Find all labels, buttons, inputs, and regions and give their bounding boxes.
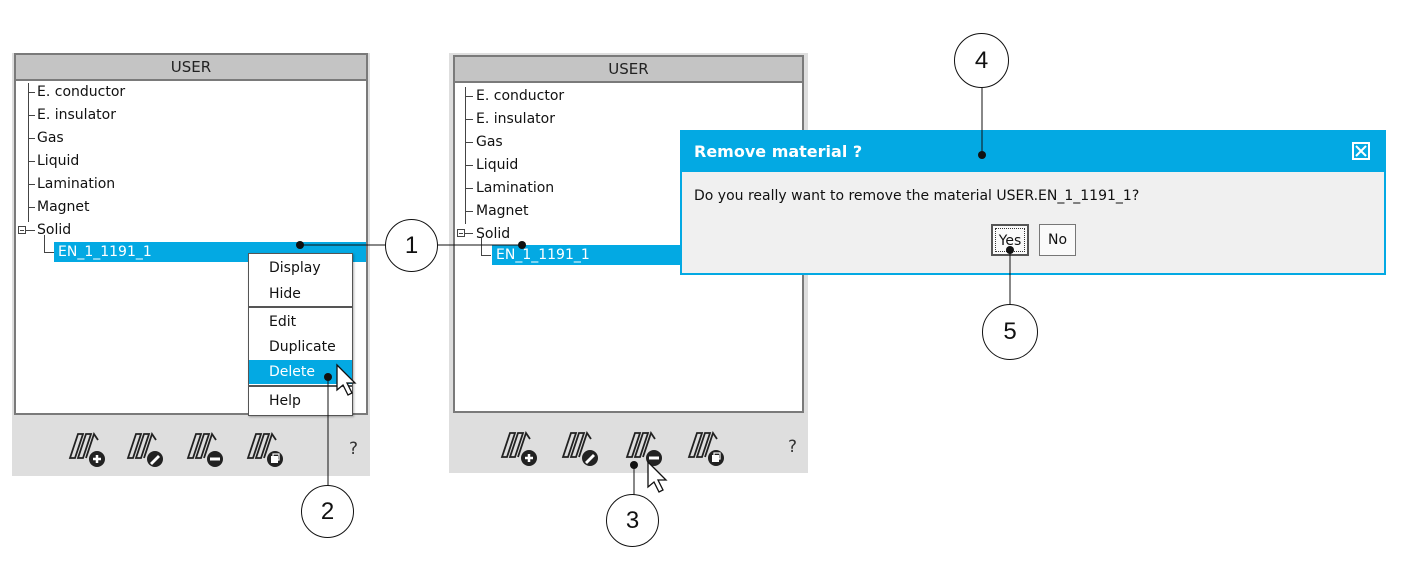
right-panel-title: USER <box>455 57 802 83</box>
callout-5: 5 <box>982 304 1038 360</box>
tree-item[interactable]: E. conductor <box>476 88 565 104</box>
tree-item[interactable]: E. insulator <box>37 107 116 123</box>
tree-item[interactable]: Lamination <box>476 180 555 196</box>
tree-item[interactable]: Lamination <box>37 176 116 192</box>
close-icon[interactable] <box>1352 142 1370 160</box>
callout-1: 1 <box>385 219 438 272</box>
help-icon[interactable]: ? <box>788 437 798 457</box>
dialog-title: Remove material ? <box>682 132 1384 172</box>
menu-item-duplicate[interactable]: Duplicate <box>269 339 336 355</box>
callout-2: 2 <box>301 485 354 538</box>
menu-item-help[interactable]: Help <box>269 393 301 409</box>
tree-item[interactable]: Solid <box>37 222 72 238</box>
duplicate-material-icon[interactable] <box>245 428 285 468</box>
duplicate-material-icon[interactable] <box>686 427 726 467</box>
left-tree: E. conductor E. insulator Gas Liquid Lam… <box>16 81 366 413</box>
tree-item[interactable]: Magnet <box>476 203 529 219</box>
menu-item-delete[interactable]: Delete <box>249 360 352 384</box>
callout-3: 3 <box>606 494 659 547</box>
tree-item[interactable]: Liquid <box>476 157 519 173</box>
left-panel-title: USER <box>16 55 366 81</box>
remove-material-icon[interactable] <box>185 428 225 468</box>
cursor-icon <box>336 363 357 396</box>
menu-separator <box>249 385 352 387</box>
tree-item[interactable]: Magnet <box>37 199 90 215</box>
collapse-icon[interactable] <box>18 226 26 234</box>
tree-item[interactable]: Solid <box>476 226 511 242</box>
menu-separator <box>249 306 352 308</box>
add-material-icon[interactable] <box>499 427 539 467</box>
tree-item[interactable]: Liquid <box>37 153 80 169</box>
tree-item[interactable]: Gas <box>37 130 64 146</box>
collapse-icon[interactable] <box>457 229 465 237</box>
remove-material-icon[interactable] <box>624 427 664 467</box>
tree-item[interactable]: E. conductor <box>37 84 126 100</box>
context-menu: Display Hide Edit Duplicate Delete Help <box>248 253 353 416</box>
cursor-icon <box>647 460 668 493</box>
add-material-icon[interactable] <box>67 428 107 468</box>
callout-4: 4 <box>954 33 1009 88</box>
edit-material-icon[interactable] <box>125 428 165 468</box>
edit-material-icon[interactable] <box>560 427 600 467</box>
no-button[interactable]: No <box>1039 224 1076 256</box>
tree-item[interactable]: E. insulator <box>476 111 555 127</box>
menu-item-display[interactable]: Display <box>269 260 321 276</box>
menu-item-hide[interactable]: Hide <box>269 286 301 302</box>
menu-item-edit[interactable]: Edit <box>269 314 297 330</box>
dialog-message: Do you really want to remove the materia… <box>694 188 1140 204</box>
tree-item[interactable]: Gas <box>476 134 503 150</box>
left-tree-view: USER E. conductor E. insulator Gas Liqui… <box>14 53 368 415</box>
help-icon[interactable]: ? <box>349 439 359 459</box>
